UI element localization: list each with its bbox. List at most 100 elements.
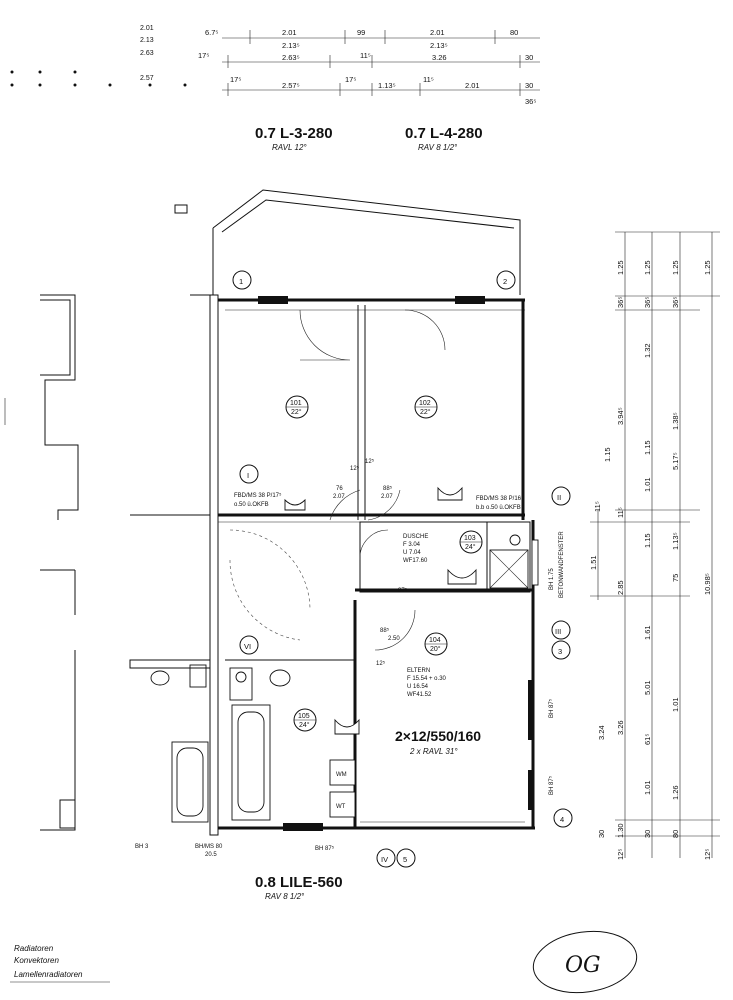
rdim-3-5: 1.13⁵ xyxy=(671,532,680,550)
room-tags: 101 22° 102 22° 103 24° 104 20° 105 24° xyxy=(285,395,483,732)
wm-label: WM xyxy=(336,772,347,778)
mid-dim-2: 88⁵ xyxy=(380,627,390,634)
fbd-note-left-2: o.50 ü.OKFB xyxy=(234,502,269,508)
svg-text:2: 2 xyxy=(503,277,507,286)
svg-text:24°: 24° xyxy=(299,721,310,729)
neighbour-outline xyxy=(4,204,210,831)
rdim-1-3: 3.94⁵ xyxy=(616,407,625,425)
dim-top-20: 36⁵ xyxy=(525,97,536,106)
mid-dim-1: 37⁵ xyxy=(398,587,408,594)
mid-dim-4: 12⁵ xyxy=(376,660,386,667)
unit-sub-left: RAVL 12° xyxy=(272,143,307,152)
rdim-1-9: 12⁵ xyxy=(616,849,625,860)
walls xyxy=(209,294,539,836)
dusche-wf: WF17.60 xyxy=(403,558,428,564)
rdim-3-6: 75 xyxy=(671,574,680,582)
svg-text:VI: VI xyxy=(244,642,251,651)
room-105: 105 24° xyxy=(293,708,317,732)
axis-VI: VI xyxy=(239,635,259,655)
bottom-bh: BH 87⁵ xyxy=(315,845,335,852)
dim-top-17: 11⁵ xyxy=(423,75,434,84)
dim-top-1: 6.7⁵ xyxy=(205,28,219,37)
rdim-3-1: 1.25 xyxy=(671,260,680,275)
door-dim-4: 2.07 xyxy=(381,494,393,500)
svg-text:III: III xyxy=(555,627,561,636)
toilet xyxy=(269,669,291,687)
rdim-2-9: 61⁵ xyxy=(643,734,652,745)
dim-top-7: 2.13⁵ xyxy=(430,41,448,50)
dim-top-14: 2.57⁵ xyxy=(282,81,300,90)
svg-text:20°: 20° xyxy=(430,645,441,653)
rdim-2-1: 1.25 xyxy=(643,260,652,275)
rdim-4-3: 12⁵ xyxy=(703,849,712,860)
unit-sub-bottom: RAV 8 1/2° xyxy=(265,892,305,901)
dim-top-12: 30 xyxy=(525,53,533,62)
rdim-1-5: 1.51 xyxy=(589,555,598,570)
eltern-f: F 15.54 + o.30 xyxy=(407,676,447,682)
rdim-2-11: 30 xyxy=(643,830,652,838)
axis-4: 4 xyxy=(553,808,573,828)
washing-machine xyxy=(329,759,356,786)
axis-III: III xyxy=(551,620,571,640)
rdim-4-1: 1.25 xyxy=(703,260,712,275)
rdim-1-8: 1.30 xyxy=(616,823,625,838)
wt-label: WT xyxy=(336,804,346,810)
dim-top-5: 80 xyxy=(510,28,518,37)
rdim-3-3: 1.38⁵ xyxy=(671,412,680,430)
dim-top-16: 1.13⁵ xyxy=(378,81,396,90)
svg-text:102: 102 xyxy=(419,400,431,407)
window-104-upper xyxy=(528,680,534,740)
axis-2: 2 xyxy=(496,270,516,290)
faint-dim-1: 2.01 xyxy=(140,25,154,32)
rdim-3-2: 36⁵ xyxy=(671,297,680,308)
dim-top-11: 3.26 xyxy=(432,53,447,62)
annotations: FBD/MS 38 P/17⁵ o.50 ü.OKFB FBD/MS 38 P/… xyxy=(135,458,565,858)
rdim-4-2: 10.98⁵ xyxy=(703,573,712,595)
side-betonwand: BETONWANDFENSTER xyxy=(559,531,565,598)
rdim-2-4: 1.15 xyxy=(643,440,652,455)
rdim-1-4: 11⁵ xyxy=(616,507,625,518)
rdim-1-1: 1.25 xyxy=(616,260,625,275)
unit-type-sub: 2 x RAVL 31° xyxy=(409,747,458,756)
svg-text:22°: 22° xyxy=(420,408,431,416)
dim-top-15: 17⁵ xyxy=(345,75,356,84)
rdim-2-7: 1.61 xyxy=(643,625,652,640)
rdim-extra-1: 1.15 xyxy=(603,447,612,462)
door-dim-3: 88⁵ xyxy=(383,485,393,492)
bath-basin xyxy=(334,718,360,735)
room-102: 102 22° xyxy=(414,395,438,419)
bottom-left-3: BH 3 xyxy=(135,844,149,850)
axis-markers: 1 2 I II III 3 VI 4 xyxy=(232,270,573,868)
axis-II: II xyxy=(551,486,571,506)
rdim-3-7: 1.01 xyxy=(671,697,680,712)
door-dim-1: 76 xyxy=(336,486,343,492)
dusche-f: F 3.04 xyxy=(403,542,421,548)
doors xyxy=(229,309,446,651)
bottom-left-2: 20.5 xyxy=(205,852,217,858)
eltern-label: ELTERN xyxy=(407,668,430,674)
dim-top-3: 99 xyxy=(357,28,365,37)
dim-top-13: 17⁵ xyxy=(230,75,241,84)
faint-dim-4: 2.57 xyxy=(140,75,154,82)
side-bh-3: BH 87⁵ xyxy=(548,775,555,795)
window-103 xyxy=(531,539,539,586)
svg-text:103: 103 xyxy=(464,535,476,542)
rdim-2-6: 1.15 xyxy=(643,533,652,548)
svg-text:24°: 24° xyxy=(465,543,476,551)
dim-top-18: 2.01 xyxy=(465,81,480,90)
rdim-3-9: 80 xyxy=(671,830,680,838)
faint-dim-3: 2.63 xyxy=(140,50,154,57)
svg-text:105: 105 xyxy=(298,713,310,720)
mid-dim-3: 2.50 xyxy=(388,636,400,642)
rdim-3-8: 1.26 xyxy=(671,785,680,800)
dim-top-10: 11⁵ xyxy=(360,51,371,60)
rdim-2-5: 1.01 xyxy=(643,477,652,492)
svg-text:I: I xyxy=(247,471,249,480)
window-105 xyxy=(283,823,323,831)
rdim-3-4: 5.17⁵ xyxy=(671,452,680,470)
eltern-wf: WF41.52 xyxy=(407,692,432,698)
bottom-left-1: BH/MS 80 xyxy=(195,844,223,850)
rdim-extra-3: 30 xyxy=(597,830,606,838)
dim-top-19: 30 xyxy=(525,81,533,90)
